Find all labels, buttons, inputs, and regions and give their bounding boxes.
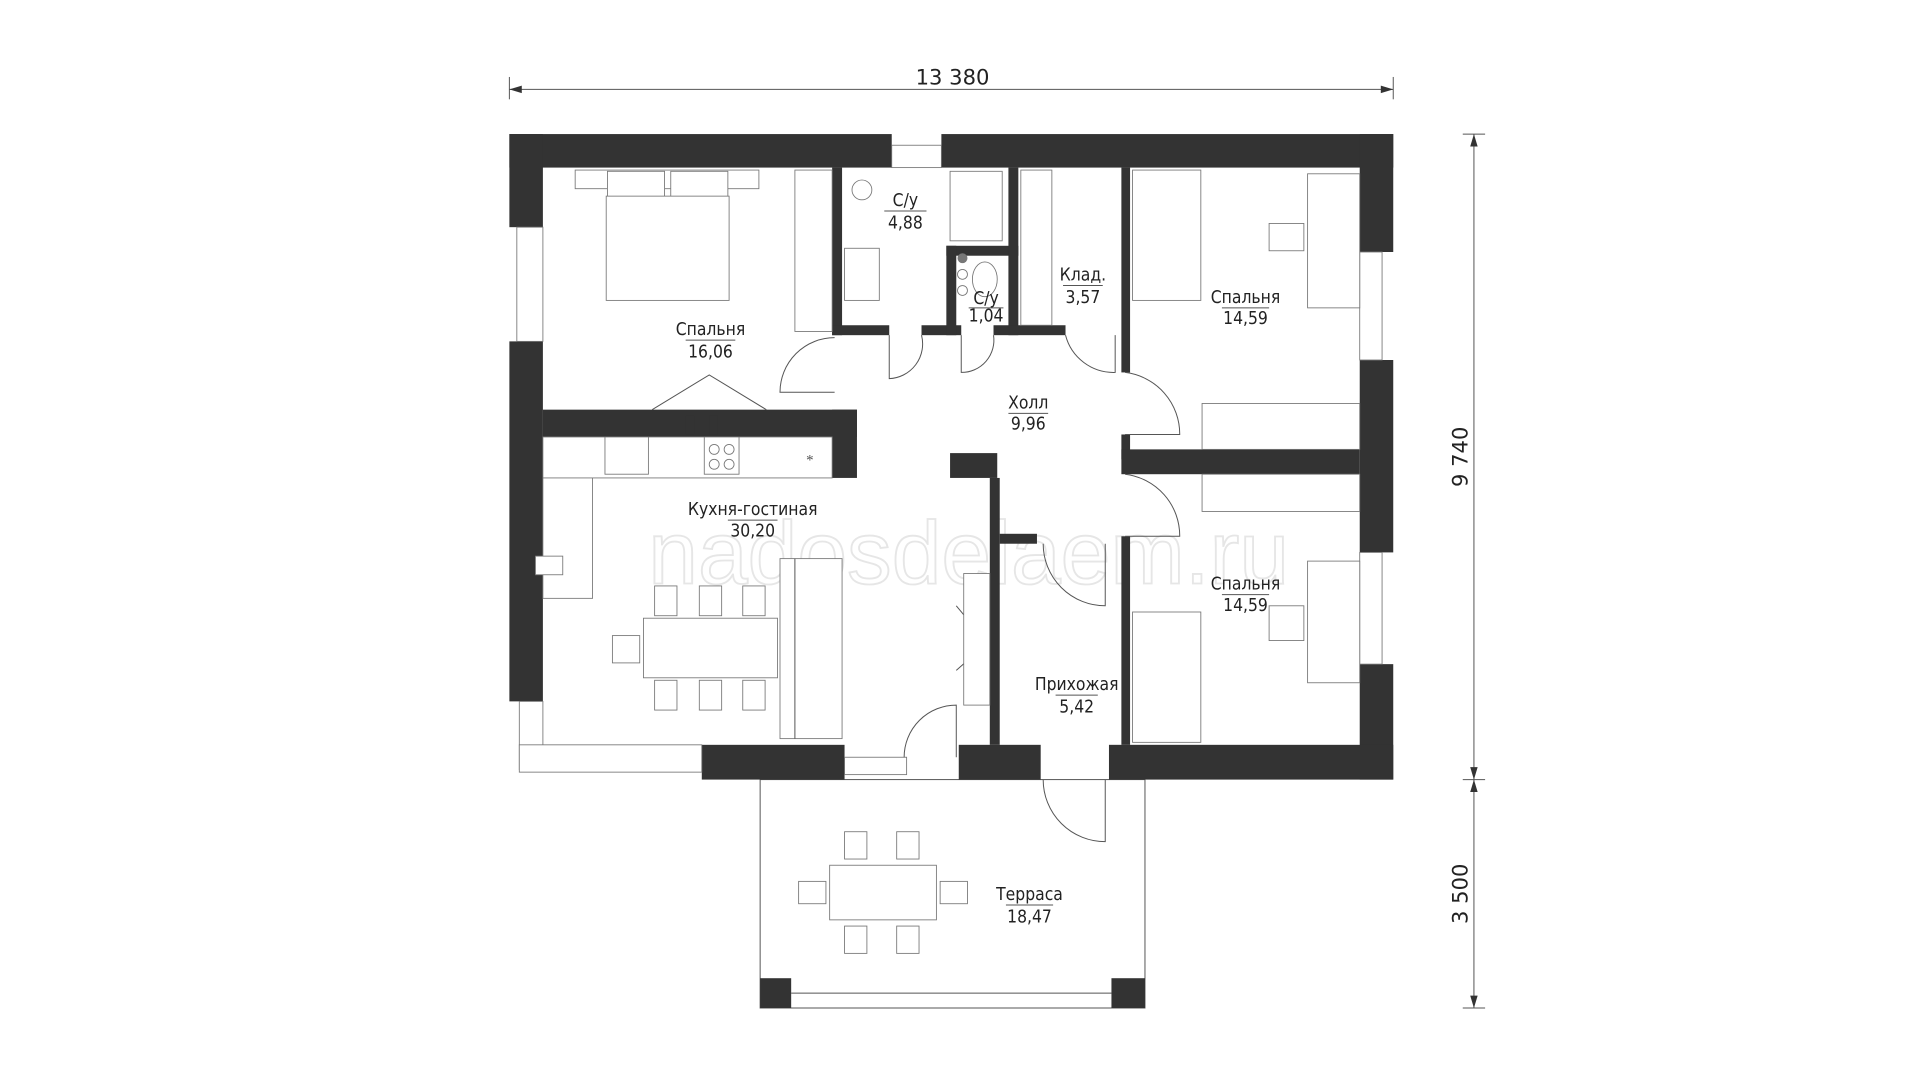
svg-text:Кухня-гостиная: Кухня-гостиная — [688, 500, 818, 520]
terrace — [759, 779, 1146, 1009]
room-bathroom: С/у 4,88 — [884, 191, 927, 233]
room-terrace: Терраса 18,47 — [995, 885, 1063, 927]
svg-text:Прихожая: Прихожая — [1035, 675, 1119, 695]
svg-text:5,42: 5,42 — [1059, 698, 1094, 718]
room-wc: С/у 1,04 — [969, 289, 1004, 326]
room-bedroom-1: Спальня 16,06 — [676, 320, 746, 362]
room-entrance: Прихожая 5,42 — [1035, 675, 1119, 717]
dimension-width: 13 380 — [508, 64, 1394, 100]
svg-text:3,57: 3,57 — [1066, 288, 1101, 308]
walls — [509, 134, 1394, 780]
room-bedroom-3: Спальня 14,59 — [1211, 575, 1281, 616]
svg-text:Спальня: Спальня — [1211, 575, 1281, 595]
room-labels: Спальня 16,06 С/у 4,88 С/у 1,04 Клад. 3,… — [676, 191, 1281, 927]
svg-text:*: * — [806, 452, 813, 468]
svg-text:Клад.: Клад. — [1060, 266, 1106, 286]
svg-text:Спальня: Спальня — [676, 320, 746, 340]
svg-text:4,88: 4,88 — [888, 213, 923, 233]
room-kitchen-living: Кухня-гостиная 30,20 — [688, 500, 818, 541]
room-storage: Клад. 3,57 — [1060, 266, 1106, 308]
svg-text:1,04: 1,04 — [969, 307, 1004, 327]
dimension-terrace-label: 3 500 — [1448, 864, 1473, 924]
svg-text:С/у: С/у — [893, 191, 918, 211]
svg-text:Спальня: Спальня — [1211, 288, 1281, 308]
svg-text:Терраса: Терраса — [995, 885, 1063, 905]
furniture: * — [535, 169, 1361, 743]
room-bedroom-2: Спальня 14,59 — [1211, 288, 1281, 329]
room-hall: Холл 9,96 — [1008, 393, 1048, 434]
dimension-depth-label: 9 740 — [1448, 427, 1473, 487]
svg-text:16,06: 16,06 — [688, 343, 733, 363]
dimension-depth: 9 740 3 500 — [1448, 133, 1486, 1009]
svg-text:18,47: 18,47 — [1007, 907, 1052, 927]
dimension-width-label: 13 380 — [916, 64, 990, 89]
svg-text:9,96: 9,96 — [1011, 415, 1046, 435]
svg-text:С/у: С/у — [973, 289, 998, 309]
svg-text:30,20: 30,20 — [730, 521, 775, 541]
svg-text:Холл: Холл — [1008, 393, 1048, 413]
svg-text:14,59: 14,59 — [1223, 309, 1268, 329]
svg-text:14,59: 14,59 — [1223, 596, 1268, 616]
